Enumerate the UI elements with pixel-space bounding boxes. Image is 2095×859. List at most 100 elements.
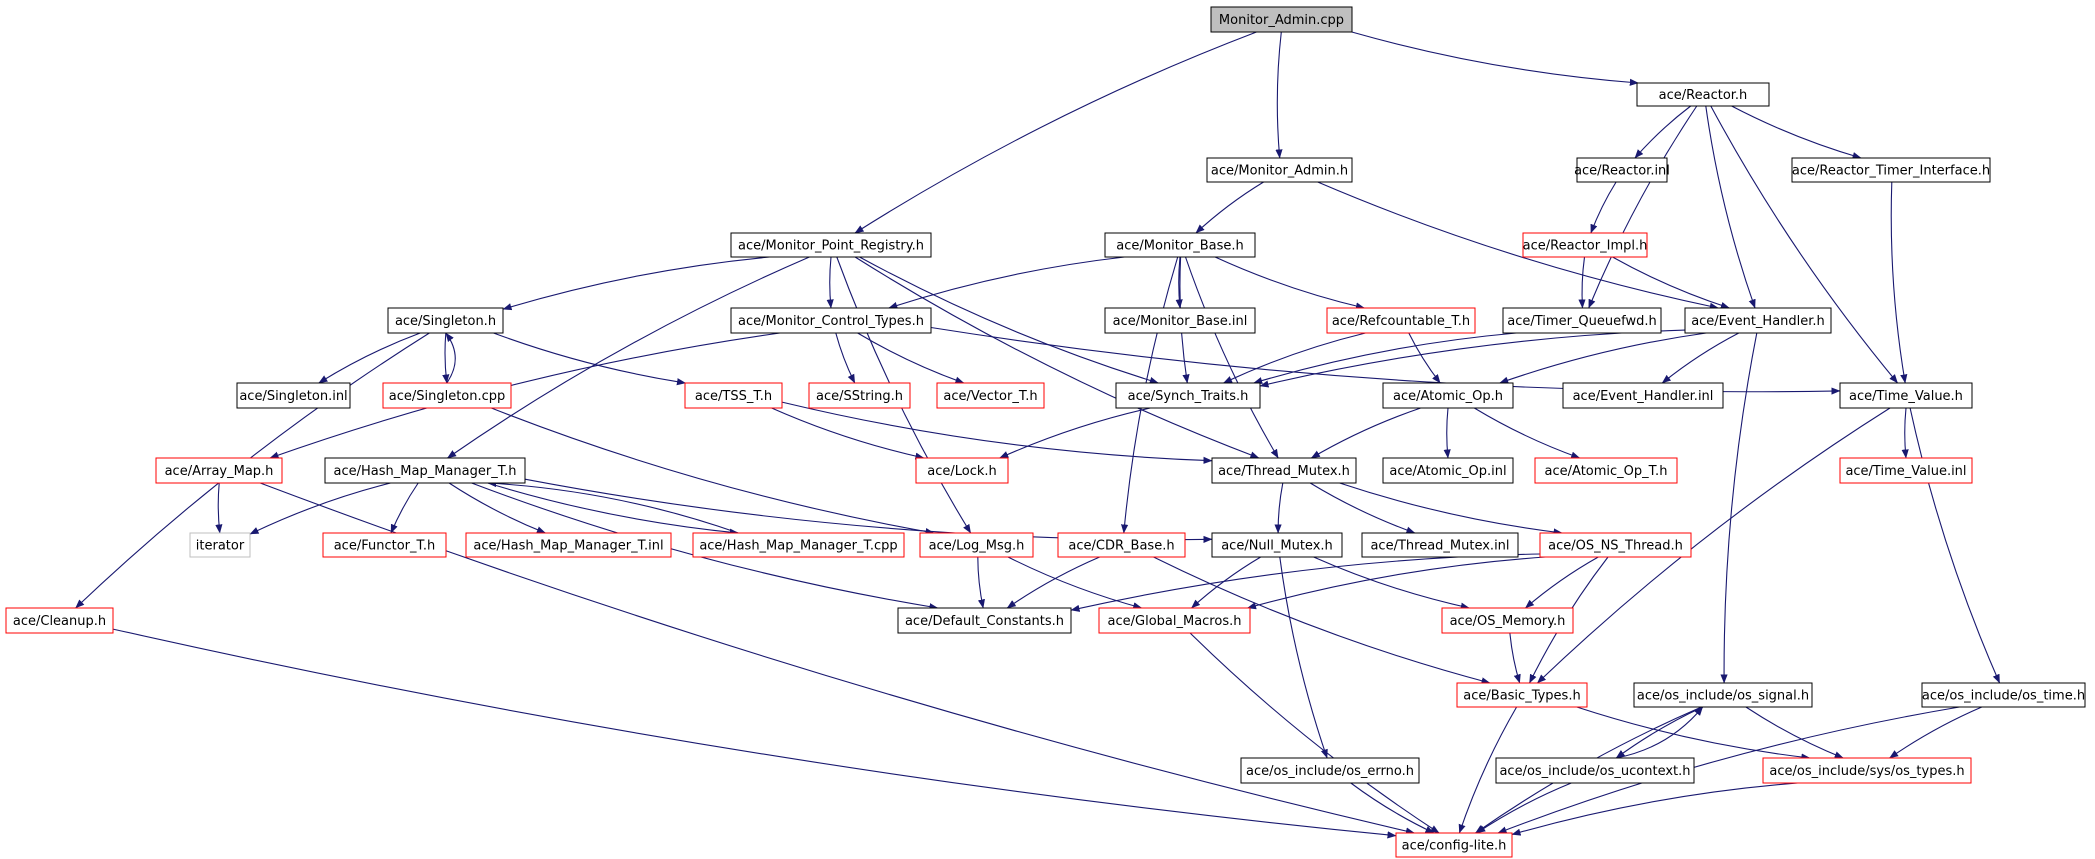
include-node[interactable]: ace/Refcountable_T.h: [1326, 307, 1476, 334]
node-box[interactable]: [1098, 607, 1251, 634]
include-node[interactable]: ace/OS_NS_Thread.h: [1539, 532, 1692, 558]
include-node[interactable]: ace/os_include/os_signal.h: [1633, 682, 1813, 708]
include-node[interactable]: ace/Monitor_Base.h: [1104, 232, 1256, 258]
node-box[interactable]: [1576, 157, 1668, 183]
include-node[interactable]: ace/os_include/sys/os_types.h: [1762, 757, 1972, 784]
include-node[interactable]: ace/Cleanup.h: [5, 607, 114, 634]
node-box[interactable]: [1791, 157, 1991, 183]
include-node[interactable]: ace/os_include/os_ucontext.h: [1495, 757, 1695, 784]
node-box[interactable]: [936, 382, 1045, 409]
node-box[interactable]: [1502, 307, 1662, 334]
node-box[interactable]: [919, 532, 1034, 558]
root-file-node[interactable]: Monitor_Admin.cpp: [1210, 6, 1353, 33]
node-box[interactable]: [1534, 457, 1678, 484]
include-node[interactable]: iterator: [189, 532, 251, 558]
include-node[interactable]: ace/Synch_Traits.h: [1115, 382, 1261, 409]
include-node[interactable]: ace/Atomic_Op.inl: [1382, 457, 1514, 484]
node-box[interactable]: [1539, 532, 1692, 558]
include-node[interactable]: ace/SString.h: [808, 382, 911, 409]
include-node[interactable]: ace/Thread_Mutex.inl: [1361, 532, 1519, 558]
include-node[interactable]: ace/Reactor_Timer_Interface.h: [1791, 157, 1991, 183]
node-box[interactable]: [730, 232, 932, 258]
node-box[interactable]: [915, 457, 1009, 484]
include-node[interactable]: ace/Log_Msg.h: [919, 532, 1034, 558]
node-box[interactable]: [1382, 382, 1514, 409]
node-box[interactable]: [1104, 307, 1256, 334]
node-box[interactable]: [1211, 532, 1343, 558]
include-node[interactable]: ace/Reactor.inl: [1574, 157, 1670, 183]
include-node[interactable]: ace/TSS_T.h: [684, 382, 783, 409]
node-box[interactable]: [382, 382, 512, 409]
include-node[interactable]: ace/Monitor_Admin.h: [1206, 157, 1353, 183]
include-node[interactable]: ace/os_include/os_errno.h: [1240, 757, 1420, 784]
node-box[interactable]: [1326, 307, 1476, 334]
node-box[interactable]: [465, 532, 672, 558]
node-box[interactable]: [1206, 157, 1353, 183]
node-box[interactable]: [1211, 457, 1357, 484]
node-box[interactable]: [1395, 832, 1513, 858]
node-box[interactable]: [1441, 607, 1574, 634]
node-box[interactable]: [1495, 757, 1695, 784]
node-box[interactable]: [1684, 307, 1832, 334]
node-box[interactable]: [1240, 757, 1420, 784]
include-node[interactable]: ace/Atomic_Op.h: [1382, 382, 1514, 409]
include-node[interactable]: ace/Event_Handler.inl: [1562, 382, 1724, 409]
node-box[interactable]: [1839, 457, 1973, 484]
include-node[interactable]: ace/Hash_Map_Manager_T.inl: [465, 532, 672, 558]
node-box[interactable]: [322, 532, 447, 558]
include-node[interactable]: ace/Vector_T.h: [936, 382, 1045, 409]
node-box[interactable]: [1762, 757, 1972, 784]
include-node[interactable]: ace/Functor_T.h: [322, 532, 447, 558]
include-node[interactable]: ace/Global_Macros.h: [1098, 607, 1251, 634]
node-box[interactable]: [1921, 682, 2086, 708]
node-box[interactable]: [808, 382, 911, 409]
include-node[interactable]: ace/CDR_Base.h: [1057, 532, 1186, 558]
include-node[interactable]: ace/Null_Mutex.h: [1211, 532, 1343, 558]
include-node[interactable]: ace/Reactor_Impl.h: [1522, 232, 1648, 258]
node-box[interactable]: [1839, 382, 1973, 409]
node-box[interactable]: [1115, 382, 1261, 409]
include-node[interactable]: ace/Singleton.h: [387, 307, 504, 334]
include-node[interactable]: ace/Hash_Map_Manager_T.h: [324, 457, 526, 484]
node-box[interactable]: [1633, 682, 1813, 708]
include-node[interactable]: ace/Timer_Queuefwd.h: [1502, 307, 1662, 334]
node-box[interactable]: [155, 457, 283, 484]
node-box[interactable]: [1057, 532, 1186, 558]
include-node[interactable]: ace/Array_Map.h: [155, 457, 283, 484]
include-node[interactable]: ace/Monitor_Control_Types.h: [730, 307, 932, 334]
node-box[interactable]: [1104, 232, 1256, 258]
include-node[interactable]: ace/Singleton.cpp: [382, 382, 512, 409]
include-node[interactable]: ace/Atomic_Op_T.h: [1534, 457, 1678, 484]
node-box[interactable]: [730, 307, 932, 334]
include-node[interactable]: ace/Time_Value.h: [1839, 382, 1973, 409]
include-node[interactable]: ace/os_include/os_time.h: [1921, 682, 2086, 708]
node-box[interactable]: [1636, 82, 1770, 107]
include-node[interactable]: ace/Event_Handler.h: [1684, 307, 1832, 334]
node-box[interactable]: [324, 457, 526, 484]
node-box[interactable]: [1361, 532, 1519, 558]
node-box[interactable]: [897, 607, 1072, 634]
node-box[interactable]: [1562, 382, 1724, 409]
include-node[interactable]: ace/Reactor.h: [1636, 82, 1770, 107]
include-node[interactable]: ace/config-lite.h: [1395, 832, 1513, 858]
node-box[interactable]: [1382, 457, 1514, 484]
node-box[interactable]: [387, 307, 504, 334]
include-node[interactable]: ace/OS_Memory.h: [1441, 607, 1574, 634]
node-box[interactable]: [236, 382, 351, 409]
include-node[interactable]: ace/Lock.h: [915, 457, 1009, 484]
node-box[interactable]: [1522, 232, 1648, 258]
node-box[interactable]: [1456, 682, 1588, 708]
include-node[interactable]: ace/Monitor_Base.inl: [1104, 307, 1256, 334]
include-node[interactable]: ace/Thread_Mutex.h: [1211, 457, 1357, 484]
include-node[interactable]: ace/Hash_Map_Manager_T.cpp: [692, 532, 905, 558]
node-box[interactable]: [1210, 6, 1353, 33]
include-node[interactable]: ace/Singleton.inl: [236, 382, 351, 409]
include-node[interactable]: ace/Time_Value.inl: [1839, 457, 1973, 484]
include-node[interactable]: ace/Monitor_Point_Registry.h: [730, 232, 932, 258]
node-box[interactable]: [692, 532, 905, 558]
node-box[interactable]: [684, 382, 783, 409]
node-box[interactable]: [189, 532, 251, 558]
include-node[interactable]: ace/Basic_Types.h: [1456, 682, 1588, 708]
node-box[interactable]: [5, 607, 114, 634]
include-node[interactable]: ace/Default_Constants.h: [897, 607, 1072, 634]
